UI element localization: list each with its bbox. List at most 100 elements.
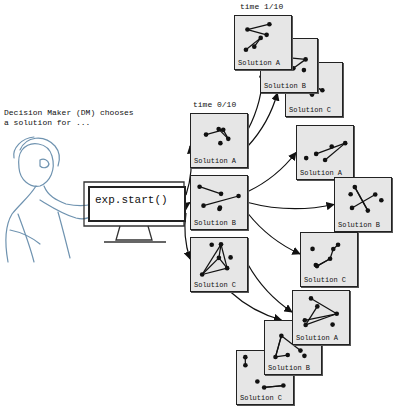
solution-label: Solution C: [194, 281, 236, 289]
graph-dot: [303, 318, 308, 323]
graph-edge: [311, 298, 337, 313]
graph-dot: [252, 44, 257, 49]
graph-dot: [267, 22, 272, 27]
command-text: exp.start(): [90, 188, 184, 213]
graph-dot: [243, 363, 248, 368]
graph-dot: [219, 192, 224, 197]
graph-dot: [273, 355, 278, 360]
graph-dot: [236, 194, 241, 199]
graph-dot: [245, 27, 250, 32]
graph-dot: [323, 158, 328, 163]
graph-dot: [264, 33, 269, 38]
solution-label: Solution C: [240, 394, 282, 402]
graph-dot: [310, 247, 315, 252]
solution-label: Solution B: [264, 82, 306, 90]
graph-dot: [328, 256, 333, 261]
solution-box: Solution A: [292, 290, 350, 345]
graph-dot: [320, 88, 325, 93]
graph-dot: [373, 192, 378, 197]
graph-dot: [262, 385, 267, 390]
graph-dot: [305, 87, 310, 92]
graph-edge: [302, 81, 323, 91]
solution-label: Solution B: [338, 221, 380, 229]
flow-arrow: [231, 292, 282, 320]
solution-label: Solution A: [296, 334, 338, 342]
graph-dot: [315, 264, 320, 269]
graph-dot: [298, 348, 303, 353]
solution-box: Solution C: [300, 232, 358, 287]
graph-edge: [247, 24, 269, 29]
graph-dot: [297, 86, 302, 91]
graph-dot: [217, 256, 222, 261]
graph-dot: [302, 68, 307, 73]
solution-box: Solution B: [190, 175, 248, 230]
graph-edge: [355, 187, 368, 210]
graph-edge: [264, 386, 283, 388]
graph-dot: [352, 185, 357, 190]
graph-edge: [305, 314, 337, 321]
graph-dot: [348, 192, 353, 197]
solution-box: Solution A: [190, 113, 248, 168]
graph-dot: [197, 184, 202, 189]
graph-dot: [282, 55, 287, 60]
graph-dot: [243, 355, 248, 360]
graph-dot: [279, 334, 284, 339]
graph-edge: [264, 386, 283, 388]
screen-box: exp.start(): [88, 186, 186, 222]
graph-dot: [310, 92, 315, 97]
decision-maker-figure: [6, 137, 94, 262]
graph-dot: [302, 354, 307, 359]
graph-edge: [355, 187, 368, 210]
graph-edge: [246, 38, 261, 50]
graph-dot: [350, 206, 355, 211]
graph-dot: [282, 61, 287, 66]
graph-edge: [275, 336, 281, 357]
solution-label: Solution B: [194, 219, 236, 227]
graph-dot: [315, 304, 320, 309]
graph-edge: [302, 81, 323, 91]
graph-dot: [221, 128, 226, 133]
graph-edge: [316, 143, 345, 154]
graph-dot: [204, 132, 209, 137]
solution-label: Solution A: [238, 59, 280, 67]
flow-arrow: [248, 214, 300, 255]
graph-dot: [336, 242, 341, 247]
solution-label: Solution C: [304, 276, 346, 284]
graph-edge: [275, 336, 281, 357]
graph-dot: [285, 353, 290, 358]
graph-dot: [281, 383, 286, 388]
solution-box: Solution B: [334, 177, 392, 232]
solution-label: Solution C: [289, 106, 331, 114]
graph-dot: [331, 247, 336, 252]
graph-edge: [306, 306, 318, 325]
graph-edge: [202, 244, 221, 274]
graph-dot: [258, 36, 263, 41]
solution-label: Solution A: [194, 157, 236, 165]
solution-box: Solution A: [234, 15, 292, 70]
time-label: time 0/10: [193, 100, 253, 110]
graph-edge: [325, 143, 345, 160]
solution-box: Solution A: [296, 125, 354, 180]
flow-arrow: [248, 203, 334, 209]
graph-dot: [343, 141, 348, 146]
graph-edge: [200, 187, 221, 194]
graph-dot: [303, 57, 308, 62]
graph-dot: [225, 266, 230, 271]
graph-dot: [329, 144, 334, 149]
graph-dot: [228, 255, 233, 260]
solution-box: Solution C: [190, 237, 248, 292]
graph-dot: [217, 207, 222, 212]
graph-dot: [219, 242, 224, 247]
graph-dot: [304, 156, 309, 161]
graph-dot: [216, 127, 221, 132]
graph-dot: [365, 208, 370, 213]
graph-dot: [303, 323, 308, 328]
graph-edge: [352, 195, 375, 208]
graph-dot: [330, 322, 335, 327]
graph-dot: [200, 272, 205, 277]
flow-arrow: [248, 153, 296, 192]
graph-dot: [218, 141, 223, 146]
graph-dot: [226, 137, 231, 142]
graph-edge: [281, 336, 300, 351]
flow-arrow: [248, 265, 292, 313]
